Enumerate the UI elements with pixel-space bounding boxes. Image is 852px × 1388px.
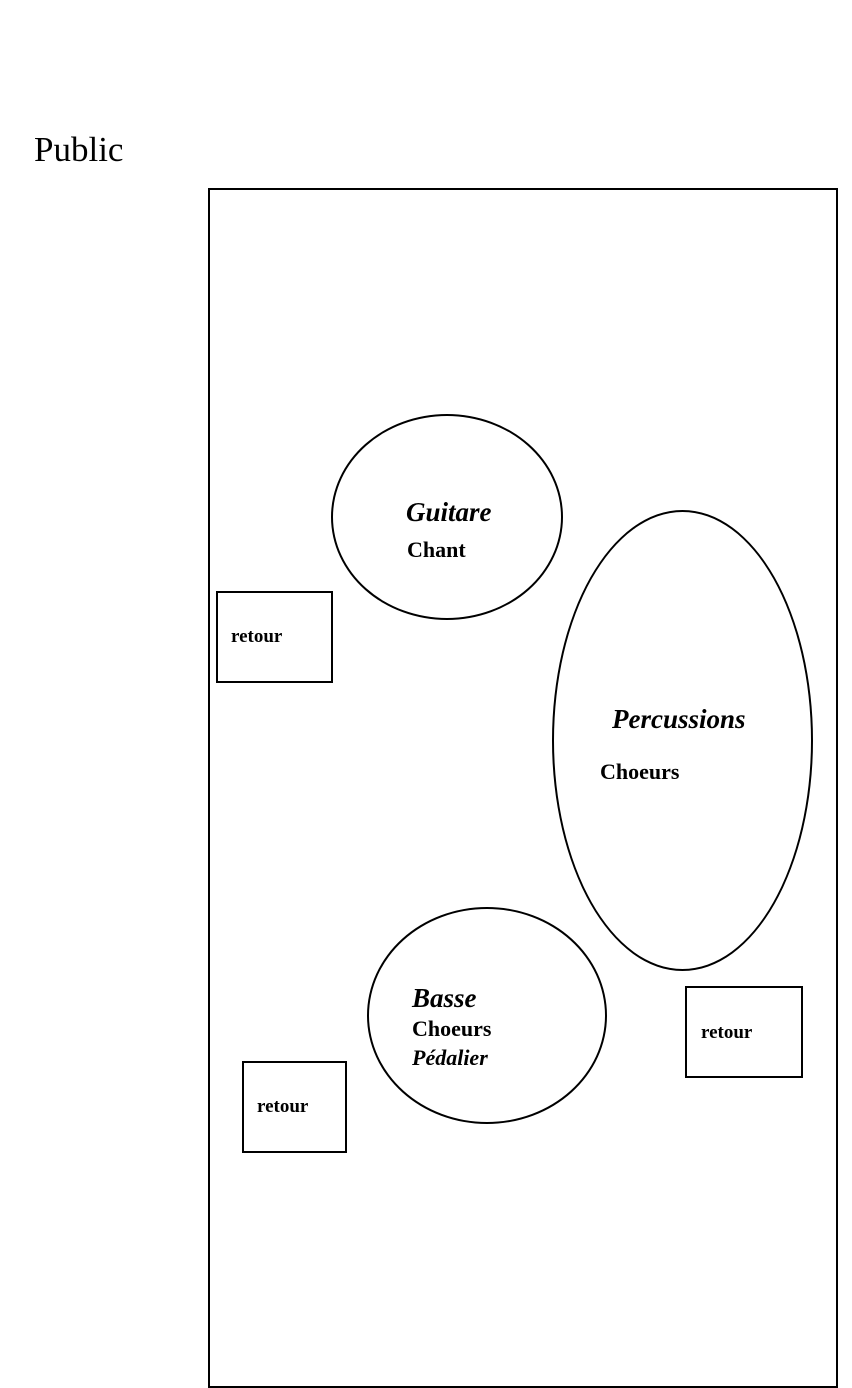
basse-instrument-label: Basse bbox=[412, 983, 477, 1013]
basse-voice-label: Choeurs bbox=[412, 1016, 492, 1041]
monitor-guitare bbox=[216, 591, 333, 683]
percussions-instrument-label: Percussions bbox=[612, 704, 746, 734]
guitare-instrument-label: Guitare bbox=[406, 497, 492, 527]
monitor-basse bbox=[242, 1061, 347, 1153]
monitor-guitare-label: retour bbox=[231, 626, 283, 647]
basse-extra-label: Pédalier bbox=[412, 1045, 488, 1070]
basse-zone bbox=[367, 907, 607, 1124]
monitor-basse-label: retour bbox=[257, 1096, 309, 1117]
guitare-zone bbox=[331, 414, 563, 620]
guitare-voice-label: Chant bbox=[407, 537, 466, 562]
monitor-percussions-label: retour bbox=[701, 1022, 753, 1043]
percussions-voice-label: Choeurs bbox=[600, 759, 680, 784]
monitor-percussions bbox=[685, 986, 803, 1078]
percussions-zone bbox=[552, 510, 813, 971]
audience-label: Public bbox=[34, 130, 124, 169]
